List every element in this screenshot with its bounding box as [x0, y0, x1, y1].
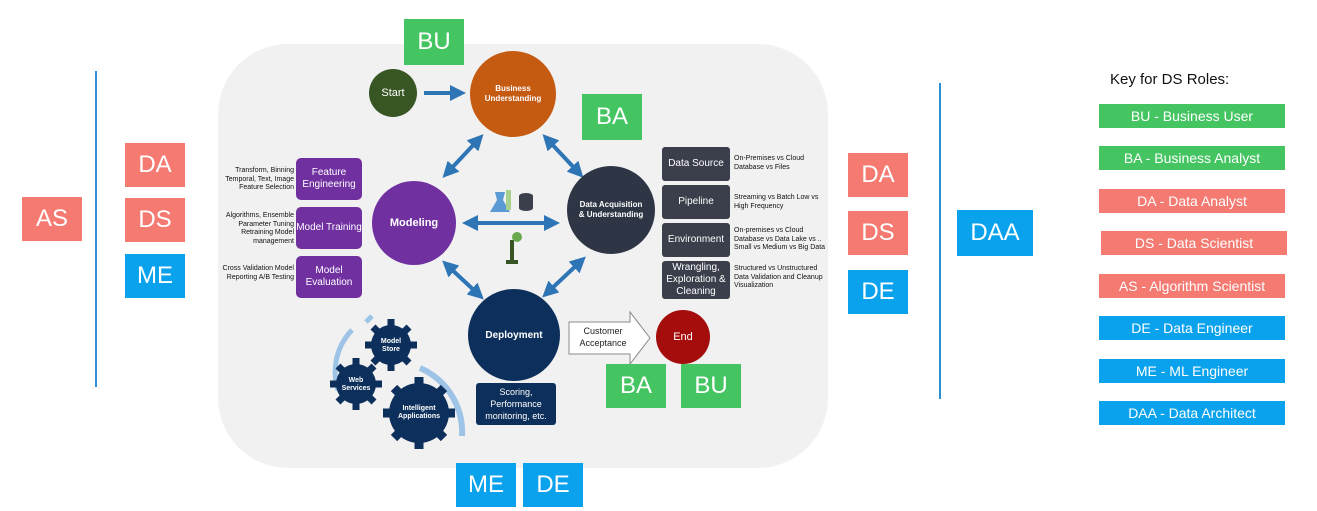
end-node: End — [656, 310, 710, 364]
business-understanding-node: Business Understanding — [470, 51, 556, 137]
tag-ba-bottom: BA — [606, 364, 666, 408]
tag-me-bottom: ME — [456, 463, 516, 507]
model-training-box: Model Training — [296, 207, 362, 249]
key-item-as: AS - Algorithm Scientist — [1099, 274, 1285, 298]
key-item-da: DA - Data Analyst — [1099, 189, 1285, 213]
data-acquisition-node: Data Acquisition & Understanding — [567, 166, 655, 254]
scoring-box: Scoring, Performance monitoring, etc. — [476, 383, 556, 425]
model-store-label: Model Store — [380, 338, 402, 353]
key-item-daa: DAA - Data Architect — [1099, 401, 1285, 425]
feature-engineering-box: Feature Engineering — [296, 158, 362, 200]
tag-as-left: AS — [22, 197, 82, 241]
tag-me-left: ME — [125, 254, 185, 298]
arrow-modeling-bu — [442, 134, 484, 178]
tag-daa-right: DAA — [957, 210, 1033, 256]
database-icon — [519, 193, 533, 211]
arrow-modeling-deploy — [442, 260, 484, 300]
model-evaluation-detail: Cross Validation Model Reporting A/B Tes… — [222, 265, 294, 281]
environment-detail: On-premises vs Cloud Database vs Data La… — [734, 227, 826, 251]
tag-ds-right: DS — [848, 211, 908, 255]
wrangling-detail: Structured vs Unstructured Data Validati… — [734, 265, 823, 289]
web-services-label: Web Services — [341, 377, 371, 392]
model-training-detail: Algorithms, Ensemble Parameter Tuning Re… — [225, 212, 294, 245]
environment-box: Environment — [662, 223, 730, 257]
start-node: Start — [369, 69, 417, 117]
customer-acceptance-arrow — [568, 310, 651, 366]
tag-ba-top: BA — [582, 94, 642, 140]
gear-model-store-icon — [365, 319, 417, 371]
gear-intelligent-apps-icon — [383, 377, 455, 449]
deployment-node: Deployment — [468, 289, 560, 381]
lab-flask-icon — [490, 190, 511, 212]
right-divider — [939, 83, 941, 399]
tag-de-right: DE — [848, 270, 908, 314]
tag-bu-top: BU — [404, 19, 464, 65]
modeling-node: Modeling — [372, 181, 456, 265]
intelligent-apps-label: Intelligent Applications — [397, 405, 440, 420]
pipeline-box: Pipeline — [662, 185, 730, 219]
feature-engineering-detail: Transform, Binning Temporal, Text, Image… — [225, 167, 294, 191]
key-item-ds: DS - Data Scientist — [1101, 231, 1287, 255]
key-item-de: DE - Data Engineer — [1099, 316, 1285, 340]
key-item-ba: BA - Business Analyst — [1099, 146, 1285, 170]
microscope-icon — [506, 232, 522, 264]
tag-da-right: DA — [848, 153, 908, 197]
customer-acceptance-label: Customer Acceptance — [579, 326, 627, 348]
tag-da-left: DA — [125, 143, 185, 187]
key-item-bu: BU - Business User — [1099, 104, 1285, 128]
tag-de-bottom: DE — [523, 463, 583, 507]
key-title: Key for DS Roles: — [1110, 71, 1230, 88]
wrangling-box: Wrangling, Exploration & Cleaning — [662, 261, 730, 299]
tag-ds-left: DS — [125, 198, 185, 242]
left-divider — [95, 71, 97, 387]
arrow-data-deploy — [542, 256, 586, 298]
pipeline-detail: Streaming vs Batch Low vs High Frequency — [734, 194, 819, 210]
arrow-bu-data — [542, 134, 584, 178]
tag-bu-bottom: BU — [681, 364, 741, 408]
key-item-me: ME - ML Engineer — [1099, 359, 1285, 383]
data-source-detail: On-Premises vs Cloud Database vs Files — [734, 155, 805, 171]
data-source-box: Data Source — [662, 147, 730, 181]
gear-web-services-icon — [330, 358, 382, 410]
model-evaluation-box: Model Evaluation — [296, 256, 362, 298]
